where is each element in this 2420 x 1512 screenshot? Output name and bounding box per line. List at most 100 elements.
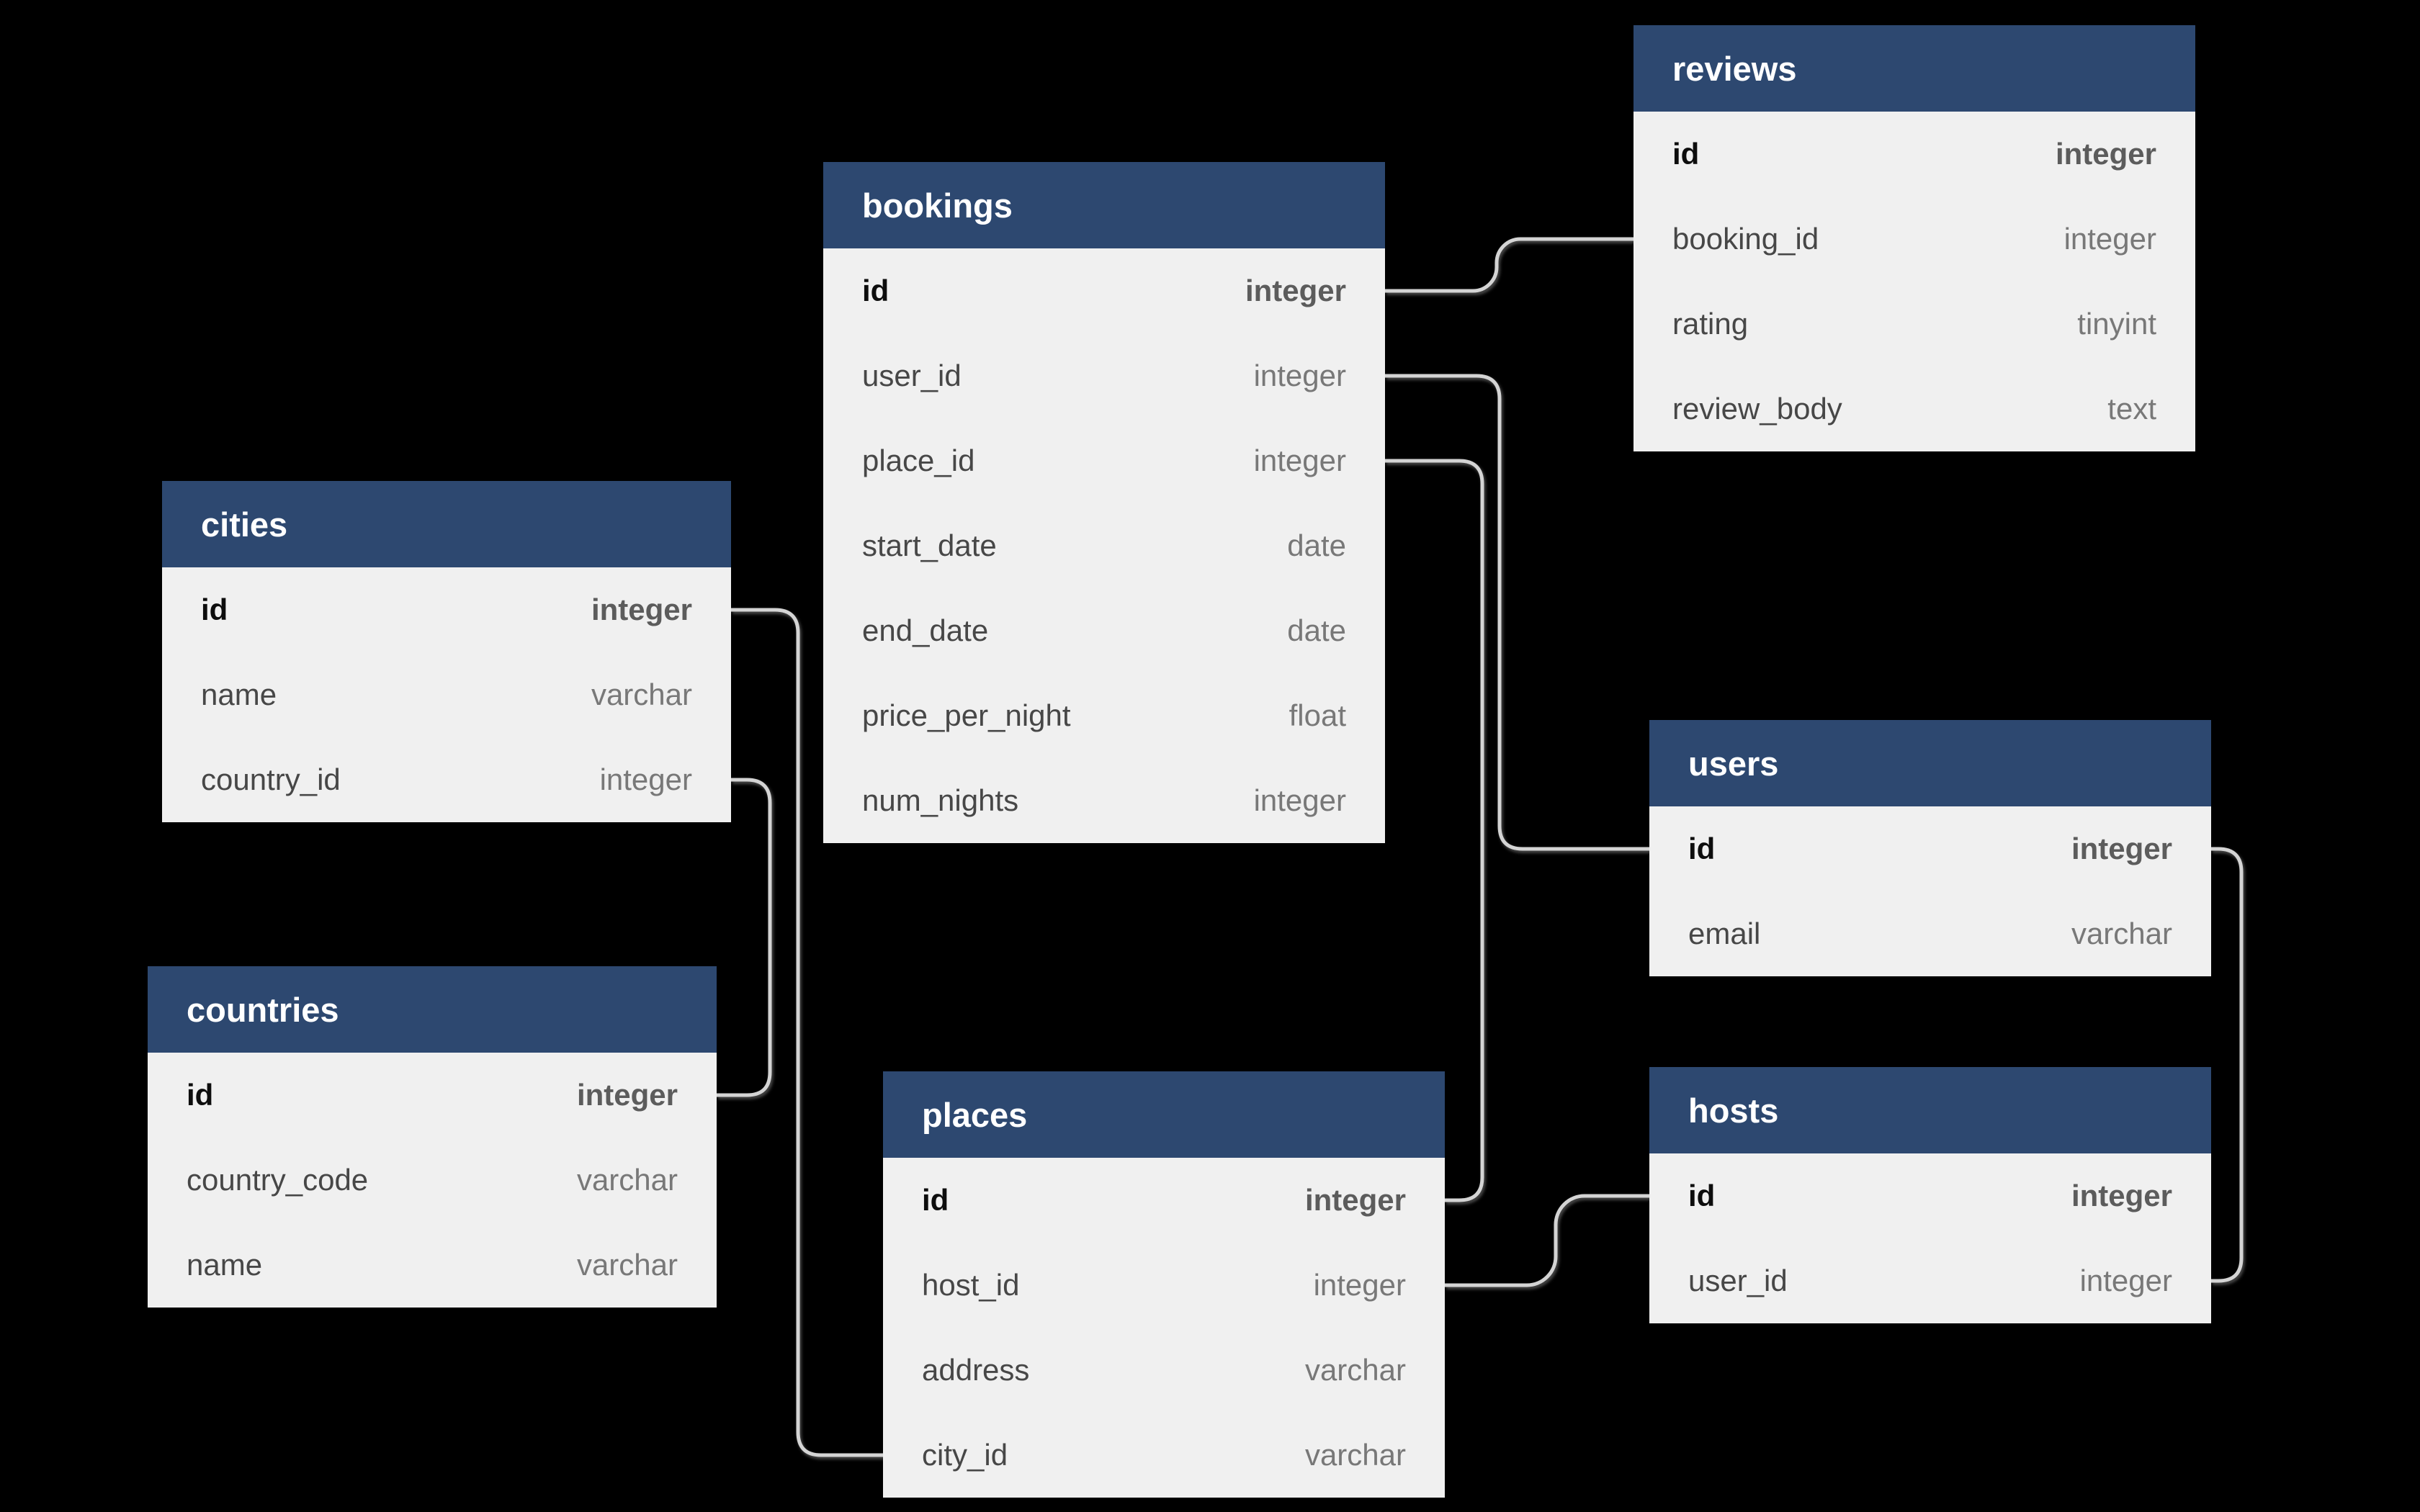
field-type: integer xyxy=(2071,832,2172,865)
field-name: id xyxy=(862,274,889,307)
field-row-places-city-id: city_id varchar xyxy=(883,1413,1445,1498)
field-type: integer xyxy=(1304,1183,1406,1217)
field-name: id xyxy=(201,593,228,626)
table-hosts[interactable]: hosts id integer user_id integer xyxy=(1649,1067,2211,1323)
connector-cities-country-id-to-countries-id xyxy=(717,778,772,1097)
field-type: tinyint xyxy=(2077,307,2156,341)
table-header-bookings: bookings xyxy=(823,162,1385,248)
table-title: users xyxy=(1688,744,1779,783)
field-row-cities-name: name varchar xyxy=(162,652,731,737)
table-body-bookings: id integer user_id integer place_id inte… xyxy=(823,248,1385,843)
table-title: bookings xyxy=(862,186,1013,225)
field-row-users-email: email varchar xyxy=(1649,891,2211,976)
table-header-users: users xyxy=(1649,720,2211,806)
field-name: name xyxy=(187,1248,263,1282)
field-type: varchar xyxy=(576,1163,678,1197)
field-row-countries-id: id integer xyxy=(148,1053,717,1138)
table-cities[interactable]: cities id integer name varchar country_i… xyxy=(162,481,731,822)
field-row-hosts-user-id: user_id integer xyxy=(1649,1238,2211,1323)
field-type: integer xyxy=(576,1078,678,1112)
table-title: cities xyxy=(201,505,288,544)
field-row-countries-country-code: country_code varchar xyxy=(148,1138,717,1223)
table-users[interactable]: users id integer email varchar xyxy=(1649,720,2211,976)
connector-users-id-to-hosts-user-id xyxy=(2211,847,2244,1283)
field-row-reviews-review-body: review_body text xyxy=(1634,366,2195,451)
connector-cities-id-to-places-city-id xyxy=(731,608,883,1457)
field-type: text xyxy=(2107,392,2156,426)
connector-bookings-user-id-to-users-id xyxy=(1385,374,1649,851)
field-type: integer xyxy=(2055,137,2156,171)
field-type: integer xyxy=(591,593,692,626)
field-row-bookings-price-per-night: price_per_night float xyxy=(823,673,1385,758)
field-type: date xyxy=(1287,613,1346,647)
field-type: varchar xyxy=(576,1248,678,1282)
field-name: name xyxy=(201,678,277,711)
table-header-places: places xyxy=(883,1071,1445,1158)
field-row-bookings-user-id: user_id integer xyxy=(823,333,1385,418)
table-body-users: id integer email varchar xyxy=(1649,806,2211,976)
table-header-cities: cities xyxy=(162,481,731,567)
field-row-reviews-id: id integer xyxy=(1634,112,2195,197)
field-type: integer xyxy=(2063,222,2156,256)
field-row-reviews-rating: rating tinyint xyxy=(1634,282,2195,366)
field-type: varchar xyxy=(2071,917,2172,950)
field-type: integer xyxy=(599,762,692,796)
field-name: booking_id xyxy=(1672,222,1819,256)
field-type: integer xyxy=(1253,444,1346,477)
table-body-reviews: id integer booking_id integer rating tin… xyxy=(1634,112,2195,451)
field-row-reviews-booking-id: booking_id integer xyxy=(1634,197,2195,282)
field-name: id xyxy=(1688,1179,1716,1212)
field-name: id xyxy=(1688,832,1716,865)
table-title: hosts xyxy=(1688,1091,1779,1130)
table-reviews[interactable]: reviews id integer booking_id integer ra… xyxy=(1634,25,2195,451)
field-row-countries-name: name varchar xyxy=(148,1223,717,1308)
field-name: price_per_night xyxy=(862,698,1071,732)
connector-bookings-id-to-reviews-booking-id xyxy=(1385,237,1634,293)
field-type: integer xyxy=(1253,359,1346,392)
field-row-places-host-id: host_id integer xyxy=(883,1243,1445,1328)
table-places[interactable]: places id integer host_id integer addres… xyxy=(883,1071,1445,1498)
field-type: integer xyxy=(1245,274,1346,307)
field-row-places-address: address varchar xyxy=(883,1328,1445,1413)
table-header-hosts: hosts xyxy=(1649,1067,2211,1153)
field-type: integer xyxy=(2079,1264,2172,1297)
field-type: varchar xyxy=(1304,1353,1406,1387)
field-row-bookings-place-id: place_id integer xyxy=(823,418,1385,503)
field-row-places-id: id integer xyxy=(883,1158,1445,1243)
field-row-cities-id: id integer xyxy=(162,567,731,652)
field-type: float xyxy=(1289,698,1346,732)
connector-bookings-place-id-to-places-id xyxy=(1385,459,1484,1202)
field-type: varchar xyxy=(1304,1438,1406,1472)
field-name: review_body xyxy=(1672,392,1842,426)
table-body-cities: id integer name varchar country_id integ… xyxy=(162,567,731,822)
field-name: email xyxy=(1688,917,1761,950)
field-name: country_code xyxy=(187,1163,369,1197)
field-type: integer xyxy=(1253,783,1346,817)
field-type: date xyxy=(1287,528,1346,562)
field-name: id xyxy=(187,1078,214,1112)
field-name: user_id xyxy=(1688,1264,1788,1297)
field-type: varchar xyxy=(591,678,692,711)
field-name: start_date xyxy=(862,528,997,562)
table-countries[interactable]: countries id integer country_code varcha… xyxy=(148,966,717,1308)
field-row-bookings-end-date: end_date date xyxy=(823,588,1385,673)
field-row-cities-country-id: country_id integer xyxy=(162,737,731,822)
field-row-bookings-id: id integer xyxy=(823,248,1385,333)
table-header-countries: countries xyxy=(148,966,717,1053)
field-type: integer xyxy=(2071,1179,2172,1212)
table-bookings[interactable]: bookings id integer user_id integer plac… xyxy=(823,162,1385,843)
field-row-bookings-start-date: start_date date xyxy=(823,503,1385,588)
table-title: reviews xyxy=(1672,49,1797,88)
table-body-countries: id integer country_code varchar name var… xyxy=(148,1053,717,1308)
field-type: integer xyxy=(1313,1268,1406,1302)
field-name: address xyxy=(922,1353,1030,1387)
table-body-places: id integer host_id integer address varch… xyxy=(883,1158,1445,1498)
field-name: id xyxy=(922,1183,949,1217)
field-name: end_date xyxy=(862,613,989,647)
field-name: city_id xyxy=(922,1438,1008,1472)
connector-places-host-id-to-hosts-id xyxy=(1445,1194,1649,1287)
field-name: place_id xyxy=(862,444,975,477)
table-body-hosts: id integer user_id integer xyxy=(1649,1153,2211,1323)
table-header-reviews: reviews xyxy=(1634,25,2195,112)
